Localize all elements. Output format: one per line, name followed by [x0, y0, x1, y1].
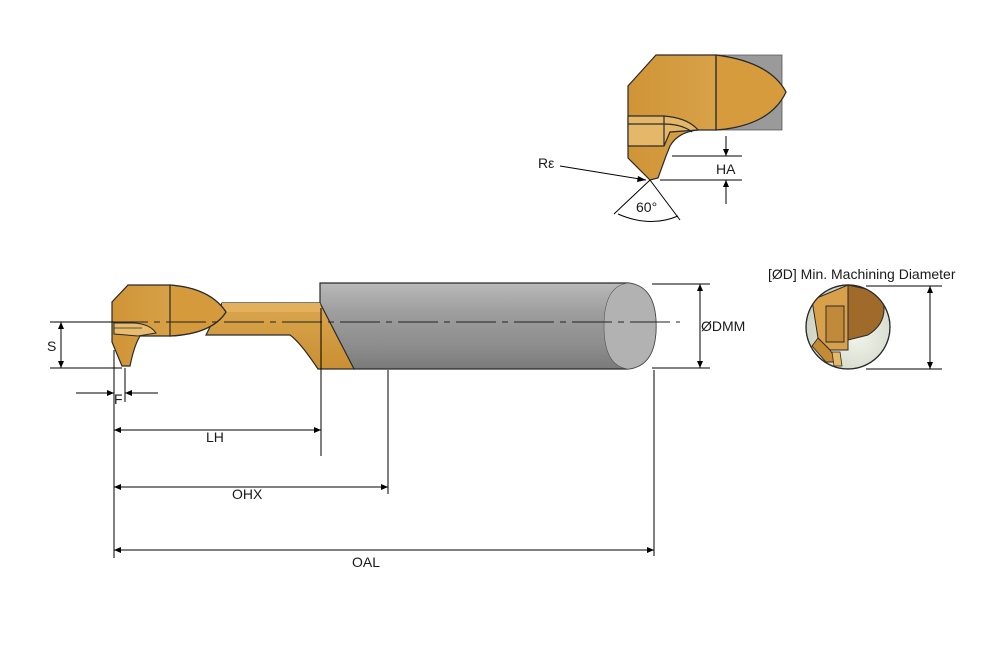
neck-top	[222, 303, 322, 312]
dim-ha: HA	[660, 136, 742, 204]
tool-side-view	[111, 282, 657, 370]
dim-s: S	[47, 321, 122, 369]
dim-oal: OAL	[114, 370, 655, 570]
shank-end	[603, 282, 657, 370]
label-angle: 60°	[636, 199, 657, 215]
label-lh: LH	[206, 429, 224, 445]
label-dmm: ØDMM	[701, 318, 745, 334]
label-ha: HA	[716, 161, 736, 177]
dim-dmm: ØDMM	[652, 283, 745, 369]
label-min-diameter: [ØD] Min. Machining Diameter	[768, 266, 956, 282]
dim-min-diameter: [ØD] Min. Machining Diameter	[768, 266, 956, 370]
detail-dome	[715, 54, 787, 131]
label-s: S	[47, 338, 56, 354]
dim-lh: LH	[113, 308, 322, 558]
dim-f: F	[76, 350, 158, 407]
head-dome	[169, 284, 227, 337]
neck	[205, 302, 355, 370]
label-ohx: OHX	[232, 486, 263, 502]
dim-corner-radius: Rε	[538, 155, 647, 182]
insert-pocket	[113, 322, 157, 337]
label-f: F	[114, 391, 123, 407]
tip-detail-view	[627, 54, 787, 181]
dim-ohx: OHX	[114, 370, 389, 502]
dim-angle: 60°	[613, 179, 681, 222]
label-oal: OAL	[352, 554, 380, 570]
end-view	[805, 284, 891, 370]
label-re: Rε	[538, 155, 554, 171]
